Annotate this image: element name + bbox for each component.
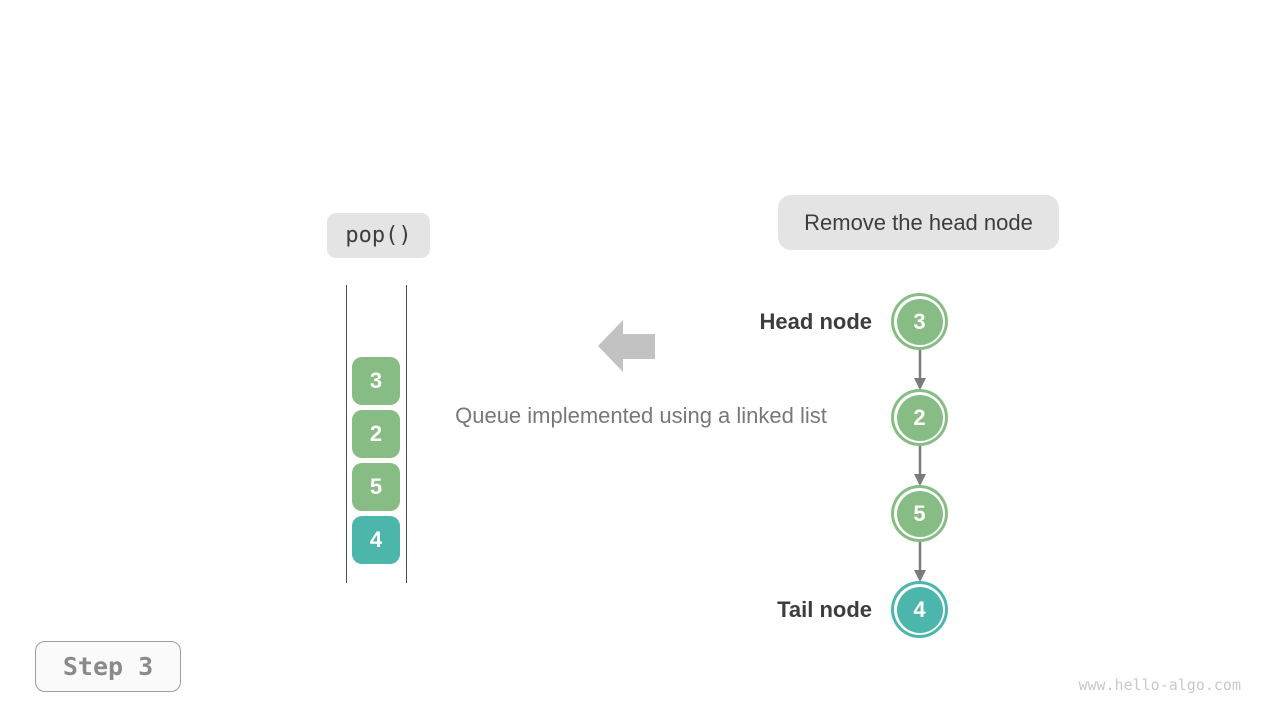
list-node: 4	[891, 581, 948, 638]
node-value: 2	[896, 394, 943, 441]
stack-item: 4	[352, 516, 400, 564]
operation-label: pop()	[327, 213, 430, 258]
arrow-down-icon	[914, 542, 926, 582]
node-ring: 2	[894, 392, 945, 443]
stack-item: 2	[352, 410, 400, 458]
arrow-left-icon	[598, 320, 655, 372]
node-ring: 3	[894, 296, 945, 347]
stack-item: 3	[352, 357, 400, 405]
list-node: 3	[891, 293, 948, 350]
node-ring: 5	[894, 488, 945, 539]
node-ring: 4	[894, 584, 945, 635]
arrow-down-icon	[914, 446, 926, 486]
node-value: 5	[896, 490, 943, 537]
watermark: www.hello-algo.com	[1078, 676, 1241, 694]
queue-stack: 3 2 5 4	[346, 285, 407, 583]
tail-node-label: Tail node	[777, 597, 872, 622]
head-node-label: Head node	[759, 309, 872, 334]
arrow-down-icon	[914, 350, 926, 390]
list-node: 5	[891, 485, 948, 542]
step-badge: Step 3	[35, 641, 181, 692]
annotation-label: Remove the head node	[778, 195, 1059, 250]
stack-item: 5	[352, 463, 400, 511]
node-value: 3	[896, 298, 943, 345]
node-value: 4	[896, 586, 943, 633]
list-node: 2	[891, 389, 948, 446]
caption: Queue implemented using a linked list	[455, 403, 827, 428]
